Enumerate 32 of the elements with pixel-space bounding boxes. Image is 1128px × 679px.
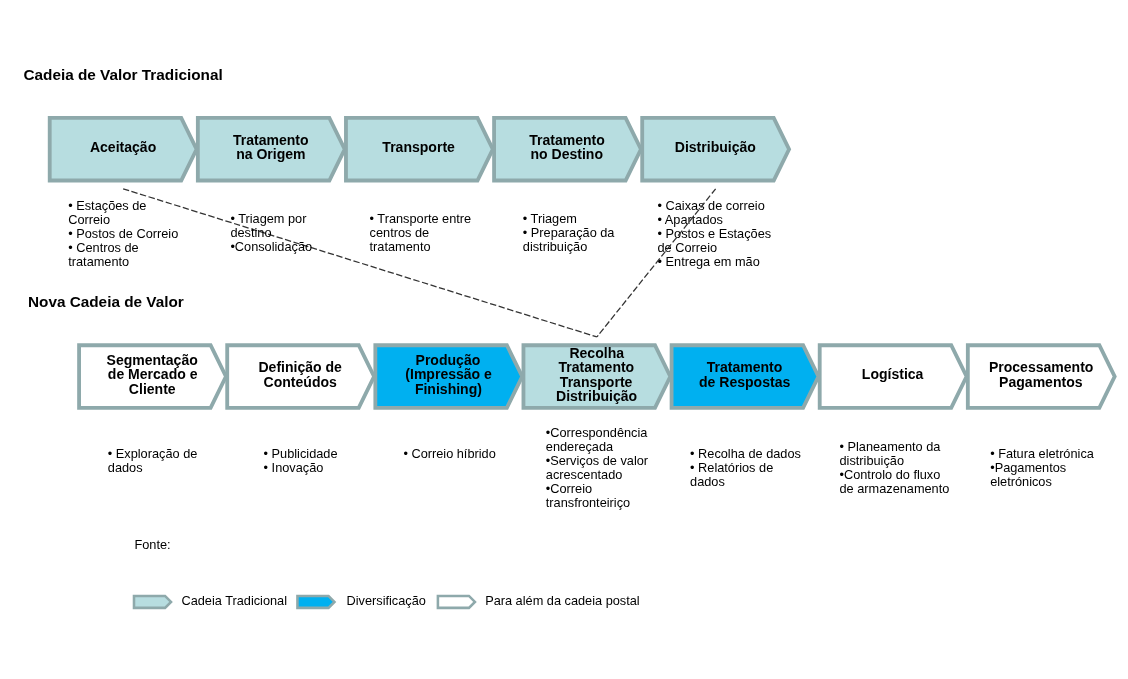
node-label: • Relatórios de dados	[690, 459, 774, 489]
node-label: • Fatura eletrónica	[990, 445, 1094, 461]
label: Nova Cadeia de Valor	[28, 293, 184, 311]
node-label: • Entrega em mão	[657, 254, 760, 270]
node-label: • Transporte entre centros de tratamento	[369, 211, 472, 255]
legend-label: Diversificação	[346, 593, 426, 609]
node-label: •Consolidação	[230, 239, 313, 255]
node-label: • Preparação da distribuição	[522, 225, 615, 255]
node-label: •Correio transfronteiriço	[545, 481, 631, 511]
node-label: • Recolha de dados	[690, 445, 801, 461]
node-label: • Estações de Correio	[68, 197, 147, 227]
node-label: •Controlo do fluxo de armazenamento	[839, 467, 950, 497]
node-label: • Inovação	[263, 459, 324, 475]
node-label: • Triagem	[522, 211, 577, 227]
node-label: • Planeamento da distribuição	[839, 439, 941, 469]
node-label: • Publicidade	[263, 445, 338, 461]
node-label: •Serviços de valor acrescentado	[545, 453, 649, 483]
node-label: • Postos de Correio	[68, 225, 179, 241]
node-label: • Correio híbrido	[403, 445, 496, 461]
node-label: • Apartados	[657, 211, 723, 227]
node-label: • Triagem por destino	[230, 211, 307, 241]
legend-label: Para além da cadeia postal	[485, 593, 640, 609]
connector	[122, 188, 598, 338]
legend-label: Cadeia Tradicional	[181, 593, 288, 609]
node-label: • Caixas de correio	[657, 197, 765, 213]
node-label: • Centros de tratamento	[68, 240, 139, 270]
label: Fonte:	[134, 536, 171, 552]
node-label: •Correspondência endereçada	[545, 425, 648, 455]
node-label: • Exploração de dados	[107, 445, 198, 475]
node-label: •Pagamentos eletrónicos	[990, 459, 1067, 489]
label: Cadeia de Valor Tradicional	[23, 65, 223, 83]
connector	[596, 188, 717, 338]
